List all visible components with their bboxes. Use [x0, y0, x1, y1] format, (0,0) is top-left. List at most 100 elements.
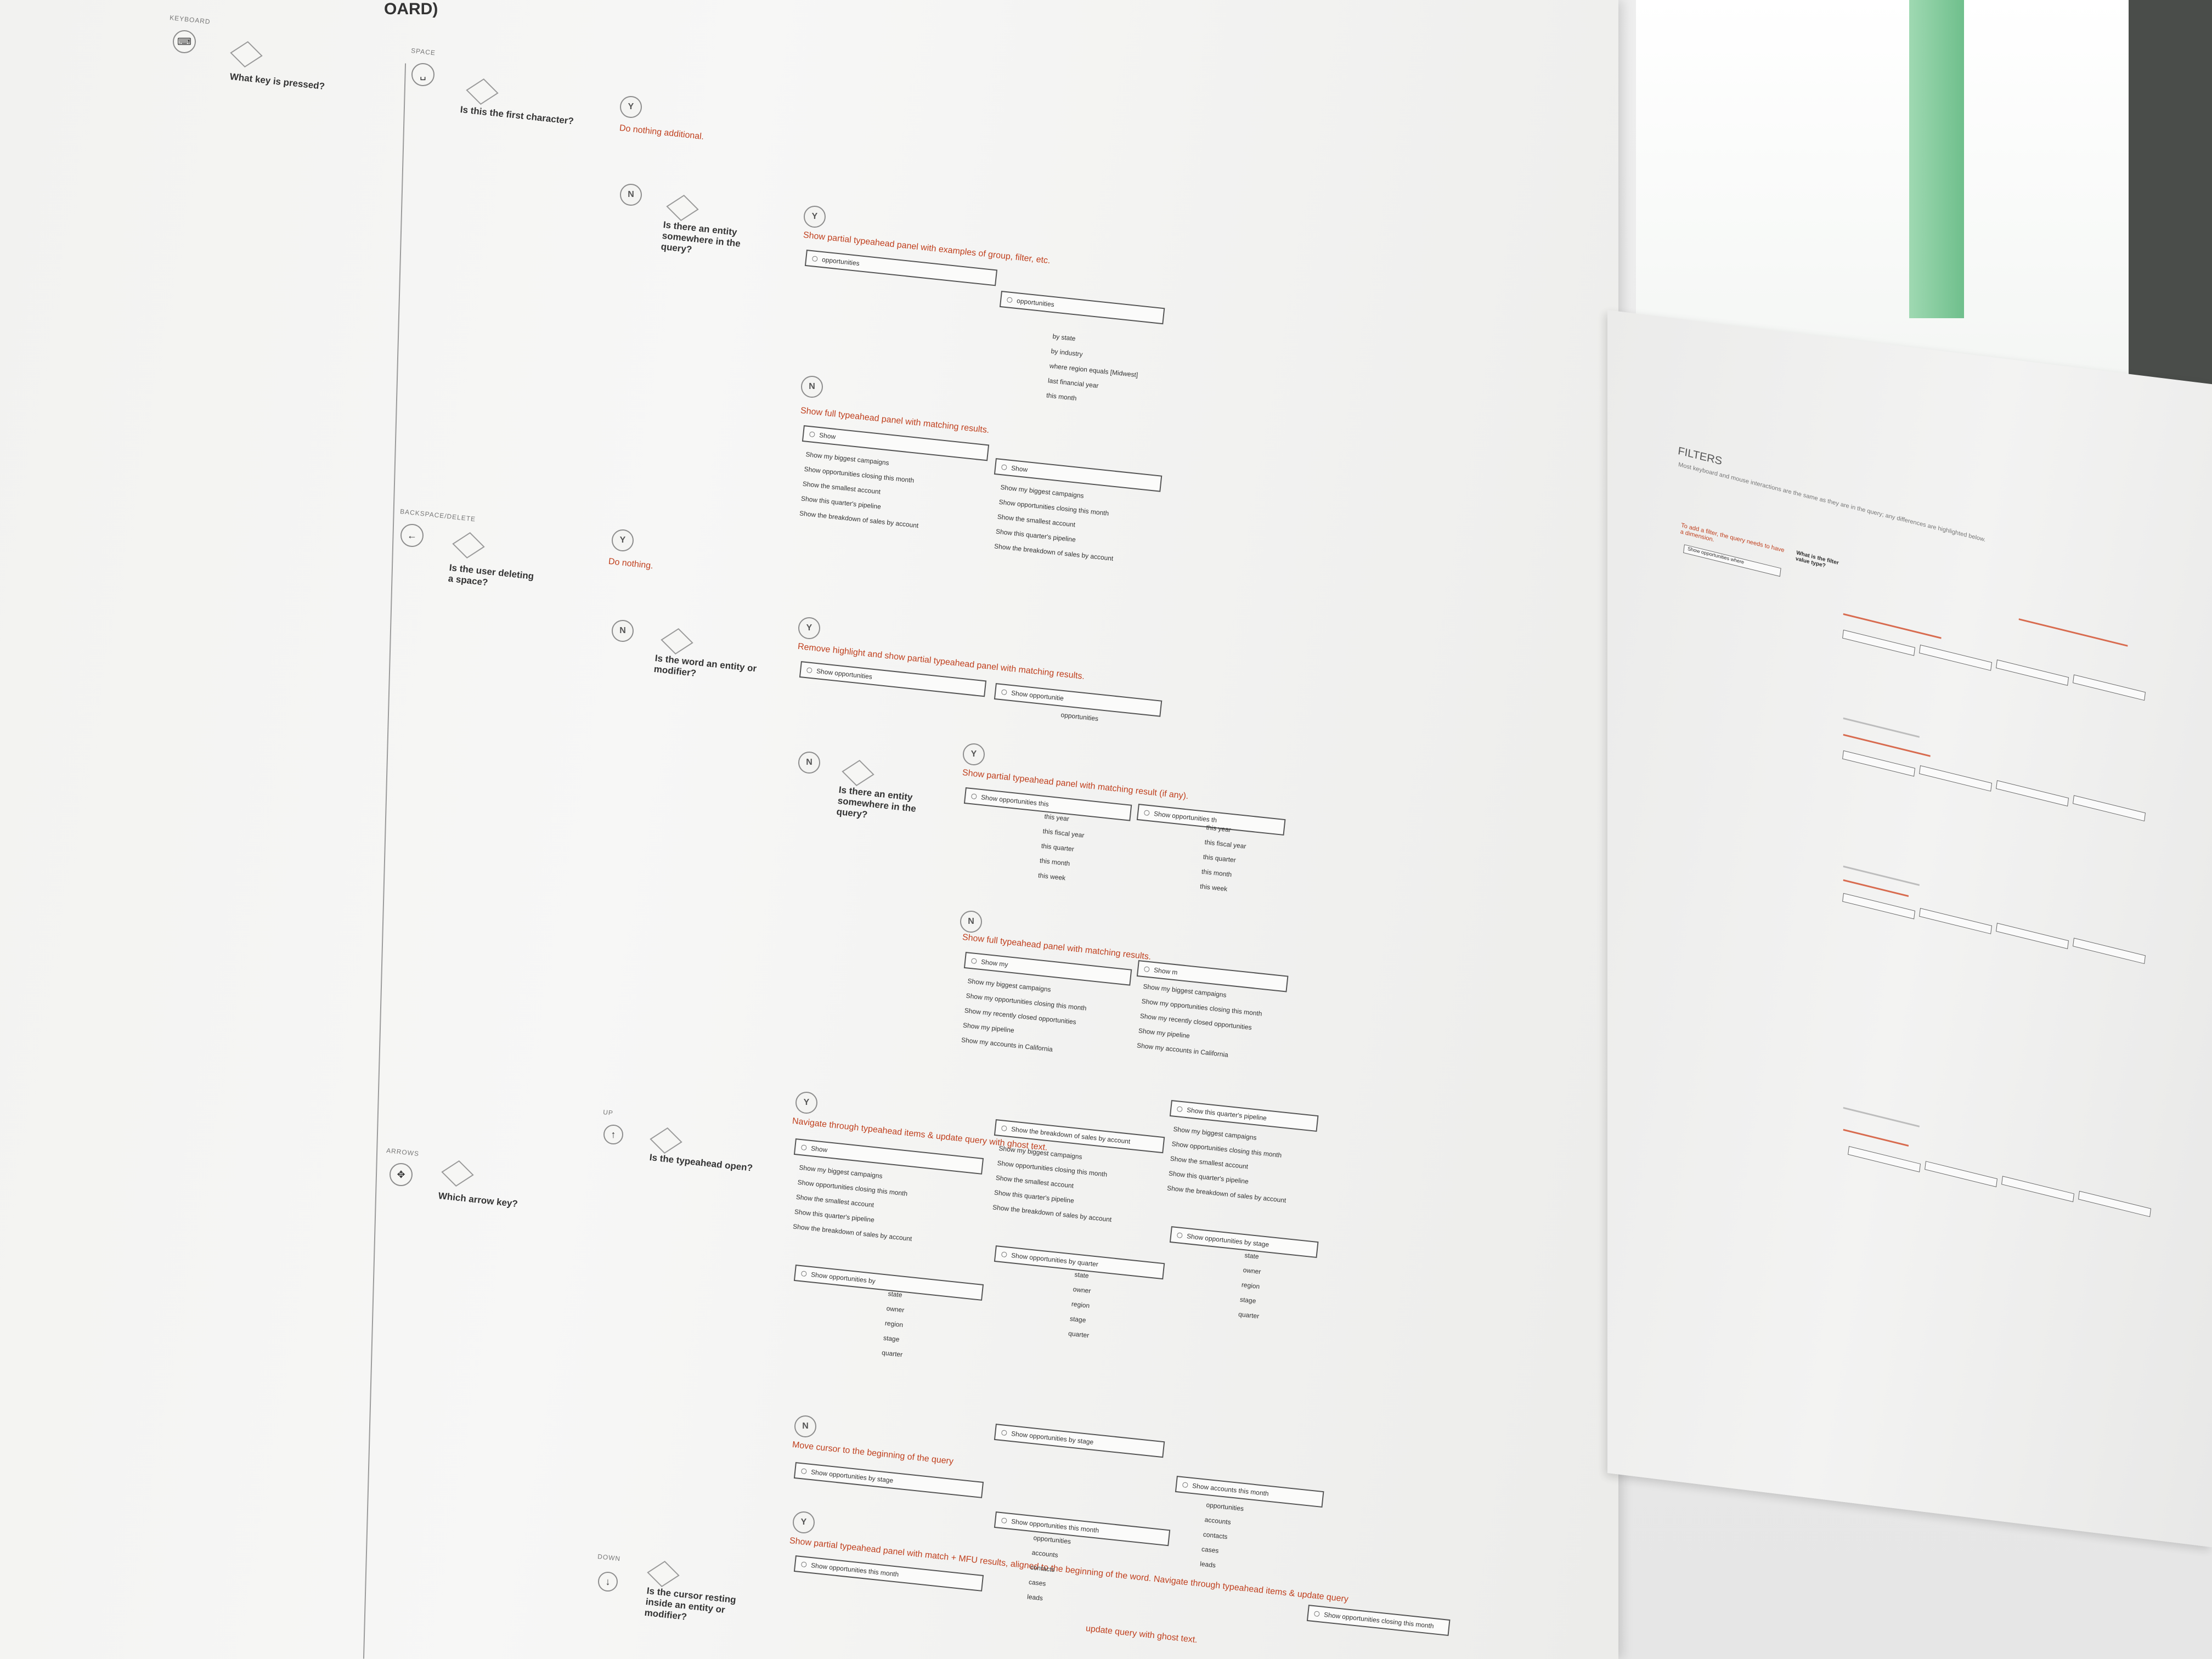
backspace-question: Is the user deleting a space?: [447, 562, 535, 588]
typeahead-list: Show my biggest campaigns Show opportuni…: [992, 1141, 1119, 1227]
decision-diamond: [452, 532, 485, 559]
down-arrow-icon: ↓: [598, 1572, 618, 1592]
no-node: N: [801, 376, 823, 398]
list-item: quarter: [1238, 1310, 1260, 1321]
arrows-question: Which arrow key?: [438, 1190, 518, 1210]
yes-node: Y: [793, 1511, 815, 1533]
window-edge: [2129, 0, 2212, 450]
space-label: SPACE: [410, 47, 436, 57]
up-no-result: Move cursor to the beginning of the quer…: [792, 1440, 954, 1466]
mini-input: [1842, 893, 1916, 919]
typeahead-list: state owner region stage quarter: [1068, 1267, 1096, 1343]
gray-label: [1843, 1107, 1920, 1127]
decision-diamond: [647, 1560, 680, 1588]
list-item: region: [1241, 1280, 1260, 1291]
typeahead-list: state owner region stage quarter: [881, 1286, 910, 1362]
decision-diamond: [230, 41, 263, 68]
list-item: owner: [1243, 1266, 1262, 1276]
keyboard-label: KEYBOARD: [169, 14, 211, 26]
typeahead-list: opportunities: [1060, 708, 1099, 726]
typeahead-list: Show my biggest campaigns Show opportuni…: [792, 1160, 919, 1246]
yes-node: Y: [963, 743, 985, 765]
decision-diamond: [441, 1160, 474, 1187]
root-question: What key is pressed?: [229, 71, 325, 92]
arrows-label: ARROWS: [386, 1147, 420, 1158]
mini-input: [2073, 938, 2146, 964]
yes-node: Y: [798, 617, 820, 639]
mini-input: [1996, 780, 2069, 806]
word-question: Is the word an entity or modifier?: [653, 653, 758, 679]
list-item: quarter: [1068, 1329, 1090, 1340]
down-label: DOWN: [597, 1553, 621, 1563]
list-item: region: [884, 1319, 904, 1329]
window-frame: [1909, 0, 1964, 318]
poster-title-fragment: OARD): [384, 0, 438, 18]
red-heading: [1843, 1128, 1909, 1147]
backspace-yes-result: Do nothing.: [608, 557, 654, 571]
list-item: owner: [886, 1304, 905, 1314]
list-item: opportunities: [1060, 710, 1099, 723]
search-input-mock: Show opportunities by stage: [1169, 1226, 1319, 1259]
typeahead-list: state owner region stage quarter: [1238, 1248, 1266, 1324]
filters-question: What is the filter value type?: [1795, 550, 1839, 569]
typeahead-list: Show my biggest campaigns Show opportuni…: [994, 480, 1120, 566]
space-question: Is this the first character?: [460, 104, 574, 127]
up-question: Is the typeahead open?: [649, 1152, 753, 1173]
yes-node: Y: [795, 1092, 817, 1114]
filters-subtitle: Most keyboard and mouse interactions are…: [1678, 461, 1986, 544]
space-entity-question: Is there an entity somewhere in the quer…: [660, 219, 741, 255]
decision-diamond: [466, 78, 499, 105]
space-key-icon: ␣: [411, 63, 435, 86]
typeahead-list: by state by industry where region equals…: [1046, 329, 1142, 412]
list-item: quarter: [881, 1348, 903, 1359]
entity-question: Is there an entity somewhere in the quer…: [836, 785, 917, 820]
list-item: owner: [1073, 1285, 1092, 1295]
list-item: leads: [1199, 1560, 1216, 1570]
down-question: Is the cursor resting inside an entity o…: [644, 1585, 737, 1622]
search-input-mock: Show opportunities by stage: [793, 1462, 984, 1498]
typeahead-list: Show my biggest campaigns Show opportuni…: [799, 447, 926, 533]
no-node: N: [794, 1415, 816, 1437]
mini-input: [1842, 629, 1916, 656]
bottom-result: update query with ghost text.: [1085, 1624, 1198, 1645]
mini-input: [2073, 674, 2146, 701]
list-item: state: [1074, 1270, 1090, 1280]
up-arrow-icon: ↑: [603, 1125, 623, 1144]
decision-diamond: [842, 759, 874, 787]
mini-input: [1919, 644, 1993, 671]
mini-input: [1996, 923, 2069, 949]
search-input-mock: Show opportunities closing this month: [1306, 1605, 1451, 1637]
typeahead-list: Show my biggest campaigns Show my opport…: [961, 974, 1089, 1060]
list-item: stage: [1069, 1314, 1087, 1324]
typeahead-list: Show my biggest campaigns Show my opport…: [1136, 979, 1265, 1065]
list-item: state: [887, 1289, 903, 1299]
space-yes-result: Do nothing additional.: [619, 123, 704, 142]
list-item: stage: [883, 1334, 900, 1344]
no-node: N: [960, 911, 982, 933]
backspace-key-icon: ←: [400, 524, 424, 547]
list-item: stage: [1239, 1295, 1257, 1305]
red-heading: [1843, 879, 1909, 897]
yes-node: Y: [612, 529, 634, 551]
mini-input: [2001, 1176, 2075, 1203]
mini-input: [1925, 1161, 1998, 1188]
mini-input: [1919, 907, 1993, 934]
mini-input: [1919, 765, 1993, 792]
yes-node: Y: [804, 206, 826, 228]
gray-label: [1843, 717, 1920, 738]
no-node: N: [798, 752, 820, 774]
backspace-label: BACKSPACE/DELETE: [399, 507, 476, 523]
typeahead-list: Show my biggest campaigns Show opportuni…: [1166, 1122, 1293, 1208]
search-input-mock: Show opportunities this month: [994, 1511, 1171, 1547]
keyboard-icon: ⌨: [173, 30, 196, 53]
filters-poster: FILTERS Most keyboard and mouse interact…: [1607, 310, 2212, 1548]
typeahead-list: this year this fiscal year this quarter …: [1037, 809, 1087, 887]
mini-input: [2073, 795, 2146, 822]
mini-input: [1842, 750, 1916, 777]
decision-diamond: [661, 628, 693, 655]
arrows-key-icon: ✥: [390, 1163, 413, 1186]
yes-node: Y: [620, 96, 642, 118]
red-note: [2018, 618, 2128, 647]
search-input-mock: Show accounts this month: [1175, 1476, 1324, 1508]
